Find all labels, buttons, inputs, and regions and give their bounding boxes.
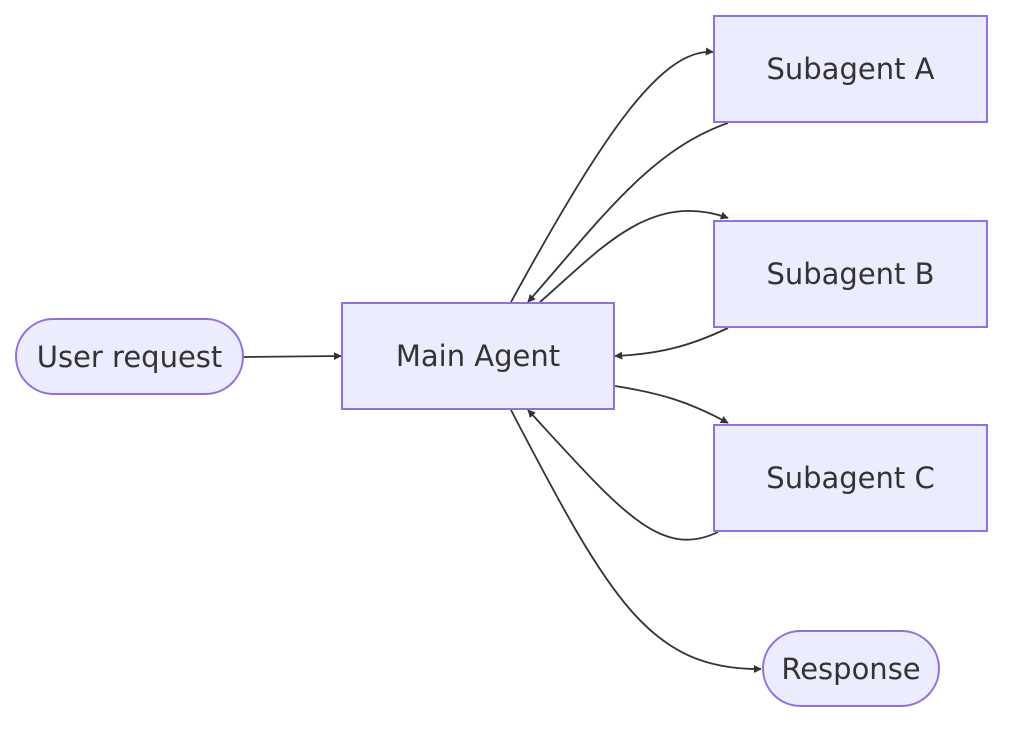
subagent-b-node: Subagent B [713,220,988,328]
main-agent-node: Main Agent [341,302,615,410]
subagent-a-node: Subagent A [713,15,988,123]
main-agent-label: Main Agent [395,339,561,373]
edge-subagent-b-to-main-agent [614,327,729,360]
edge-main-agent-to-subagent-c [614,385,729,424]
subagent-c-node: Subagent C [713,424,988,532]
subagent-b-label: Subagent B [766,257,935,291]
user-request-node: User request [15,318,244,395]
response-node: Response [762,630,940,707]
response-label: Response [781,651,921,686]
edge-main-agent-to-response [510,409,762,674]
subagent-c-label: Subagent C [766,461,935,495]
edge-main-agent-to-subagent-b [539,209,729,303]
user-request-label: User request [36,339,223,374]
subagent-a-label: Subagent A [766,52,935,86]
edge-subagent-a-to-main-agent [527,122,729,303]
edge-subagent-c-to-main-agent [527,409,719,541]
edge-main-agent-to-subagent-a [510,47,714,303]
edge-user-request-to-main-agent [243,352,342,361]
